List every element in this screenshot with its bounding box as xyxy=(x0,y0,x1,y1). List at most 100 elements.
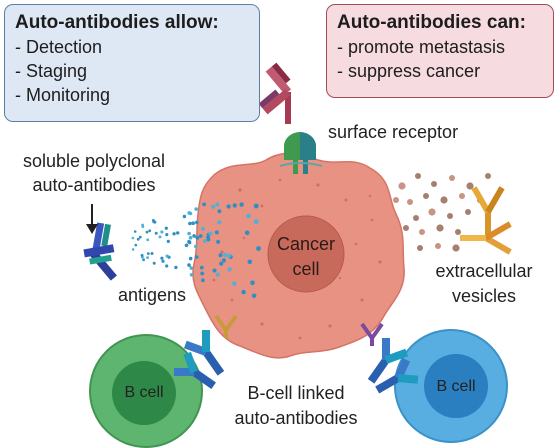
antigen-dot xyxy=(142,258,146,262)
antigen-dot xyxy=(256,246,261,251)
antigen-dot xyxy=(188,221,192,226)
vesicle-dot xyxy=(459,193,465,199)
vesicle-dot xyxy=(440,196,448,204)
antigen-dot xyxy=(250,280,255,286)
antigen-dot xyxy=(239,202,244,207)
label-extracellular-line1: extracellular xyxy=(435,261,533,281)
label-antigens: antigens xyxy=(118,285,187,305)
vesicle-dot xyxy=(455,229,461,235)
antigen-dot xyxy=(246,213,251,219)
antigen-dot xyxy=(208,231,213,236)
antigen-dot xyxy=(165,264,169,268)
antigen-dot xyxy=(241,289,246,295)
vesicle-dot xyxy=(452,244,460,252)
label-b-cell-left: B cell xyxy=(124,384,164,401)
antigen-dot xyxy=(138,235,142,239)
antigen-dot xyxy=(187,239,191,244)
vesicle-dot xyxy=(403,225,409,231)
antigen-dot xyxy=(218,253,223,258)
label-b-cell-linked-line1: B-cell linked xyxy=(247,383,345,403)
antigen-dot xyxy=(215,202,220,207)
down-arrow-icon xyxy=(86,204,98,234)
label-soluble-line1: soluble polyclonal xyxy=(22,151,166,171)
antigen-dot xyxy=(226,204,231,209)
can-box: Auto-antibodies can: - promote metastasi… xyxy=(326,4,554,98)
label-soluble-line2: auto-antibodies xyxy=(32,175,156,195)
vesicle-dot xyxy=(431,181,437,187)
antigen-dot xyxy=(201,278,205,283)
antigen-dot xyxy=(211,204,216,209)
label-extracellular-line2: vesicles xyxy=(451,286,517,306)
can-box-item-suppress: - suppress cancer xyxy=(337,61,481,81)
can-box-title: Auto-antibodies can: xyxy=(337,12,526,33)
antigen-dot xyxy=(134,243,138,247)
antigen-dot xyxy=(188,256,193,261)
vesicle-dot xyxy=(466,182,474,190)
b-cell-left-receptor-icon xyxy=(174,314,238,390)
allow-box-item-detection: - Detection xyxy=(15,37,103,57)
label-b-cell-right: B cell xyxy=(436,378,476,395)
vesicle-dot xyxy=(428,208,436,216)
antigen-dot xyxy=(202,202,207,207)
antigen-dot xyxy=(150,252,154,255)
antigen-dot xyxy=(253,219,259,225)
antigen-dot xyxy=(154,231,158,235)
antigen-dot xyxy=(141,225,145,229)
vesicle-dot xyxy=(407,199,413,205)
antigen-dot xyxy=(182,214,187,219)
antigen-dot xyxy=(227,253,232,258)
allow-box-item-staging: - Staging xyxy=(15,61,88,81)
antigen-dot xyxy=(199,265,204,270)
antigen-dot xyxy=(194,244,198,249)
antigen-dot xyxy=(192,234,196,238)
antigen-dot xyxy=(206,237,211,242)
antigen-dot xyxy=(158,235,162,239)
antigen-dot xyxy=(140,254,144,257)
antigen-dot xyxy=(251,293,257,299)
antigen-dot xyxy=(145,230,149,234)
antigen-dot xyxy=(194,255,199,259)
can-box-item-metastasis: - promote metastasis xyxy=(337,37,506,57)
antigen-dot xyxy=(232,203,237,208)
vesicle-dot xyxy=(485,173,491,179)
antigen-dot xyxy=(146,252,150,256)
antigen-dot xyxy=(152,261,156,265)
b-cell-right-receptor-icon xyxy=(360,322,419,394)
label-surface-receptor: surface receptor xyxy=(328,122,459,142)
surface-receptor xyxy=(279,132,323,174)
allow-box-item-monitoring: - Monitoring xyxy=(15,85,111,105)
antigen-dot xyxy=(232,281,237,286)
antigen-dot xyxy=(184,243,189,248)
antigen-dot xyxy=(221,258,226,263)
antigen-dot xyxy=(189,266,194,270)
allow-box-title: Auto-antibodies allow: xyxy=(15,12,219,33)
top-antibody-icon xyxy=(258,62,292,124)
antigen-dot xyxy=(146,256,150,259)
antigen-dot xyxy=(160,230,164,234)
vesicle-dot xyxy=(436,224,444,232)
vesicle-dot xyxy=(417,245,423,251)
antigen-dot xyxy=(131,236,135,240)
antigen-dot xyxy=(161,259,165,263)
antigen-dot xyxy=(217,209,222,214)
soluble-antibody-icon xyxy=(83,222,117,281)
antigen-dot xyxy=(216,239,221,244)
vesicle-dot xyxy=(415,173,421,179)
antigen-dot xyxy=(148,229,152,233)
antigen-dot xyxy=(247,259,253,265)
antigen-dot xyxy=(201,226,206,231)
vesicle-antibody-lower-icon xyxy=(460,221,512,255)
antigen-dot xyxy=(165,233,169,237)
antigen-dot xyxy=(195,220,199,225)
cancer-cell-nucleus xyxy=(267,215,345,293)
vesicle-dot xyxy=(398,182,406,190)
antigen-dot xyxy=(160,256,164,260)
antigen-dot xyxy=(227,267,232,272)
antigen-dot xyxy=(200,271,205,276)
antigen-dot xyxy=(223,253,228,258)
antigen-dot xyxy=(165,254,169,258)
label-b-cell-linked-line2: auto-antibodies xyxy=(234,408,358,428)
antigen-dot xyxy=(195,235,200,240)
vesicle-dot xyxy=(447,213,453,219)
